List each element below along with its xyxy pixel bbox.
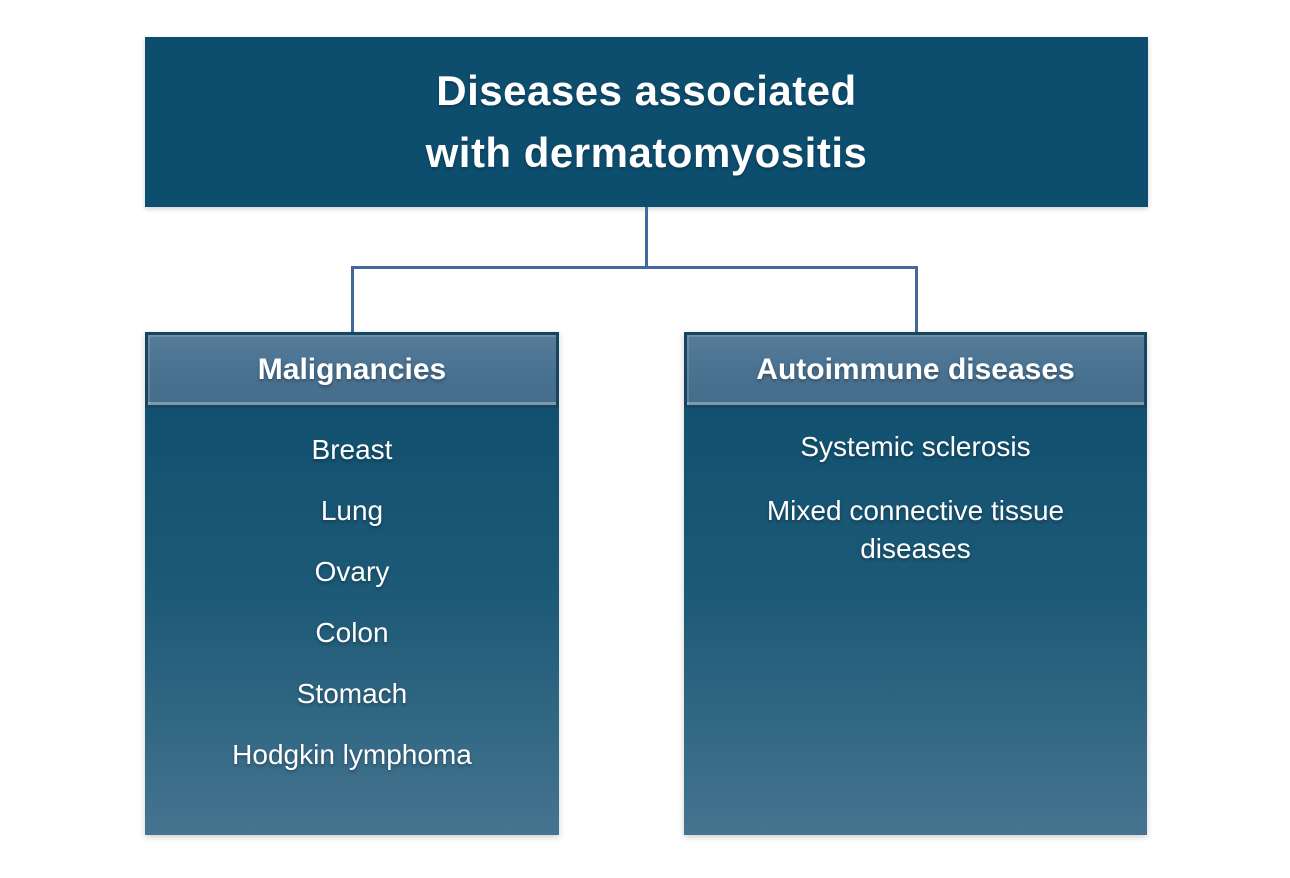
autoimmune-diseases-header: Autoimmune diseases xyxy=(684,332,1147,408)
list-item: Systemic sclerosis xyxy=(800,431,1031,462)
list-item: Breast xyxy=(311,434,393,465)
connector-left-drop-line xyxy=(351,266,354,332)
malignancies-header: Malignancies xyxy=(145,332,559,408)
malignancies-header-label: Malignancies xyxy=(257,353,447,386)
list-item: Colon xyxy=(315,617,389,648)
title-line-1: Diseases associated xyxy=(436,67,857,114)
list-item: Lung xyxy=(320,495,384,526)
list-item: Hodgkin lymphoma xyxy=(232,739,472,770)
title-line-2: with dermatomyositis xyxy=(425,129,868,176)
connector-horizontal-line xyxy=(351,266,918,269)
title-box: Diseases associated with dermatomyositis xyxy=(145,37,1148,207)
list-item: Stomach xyxy=(296,678,408,709)
autoimmune-diseases-header-label: Autoimmune diseases xyxy=(756,353,1075,386)
list-item: Ovary xyxy=(314,556,390,587)
list-item: Mixed connective tissue diseases xyxy=(766,495,1065,564)
connector-right-drop-line xyxy=(915,266,918,332)
connector-stem-line xyxy=(645,207,648,268)
